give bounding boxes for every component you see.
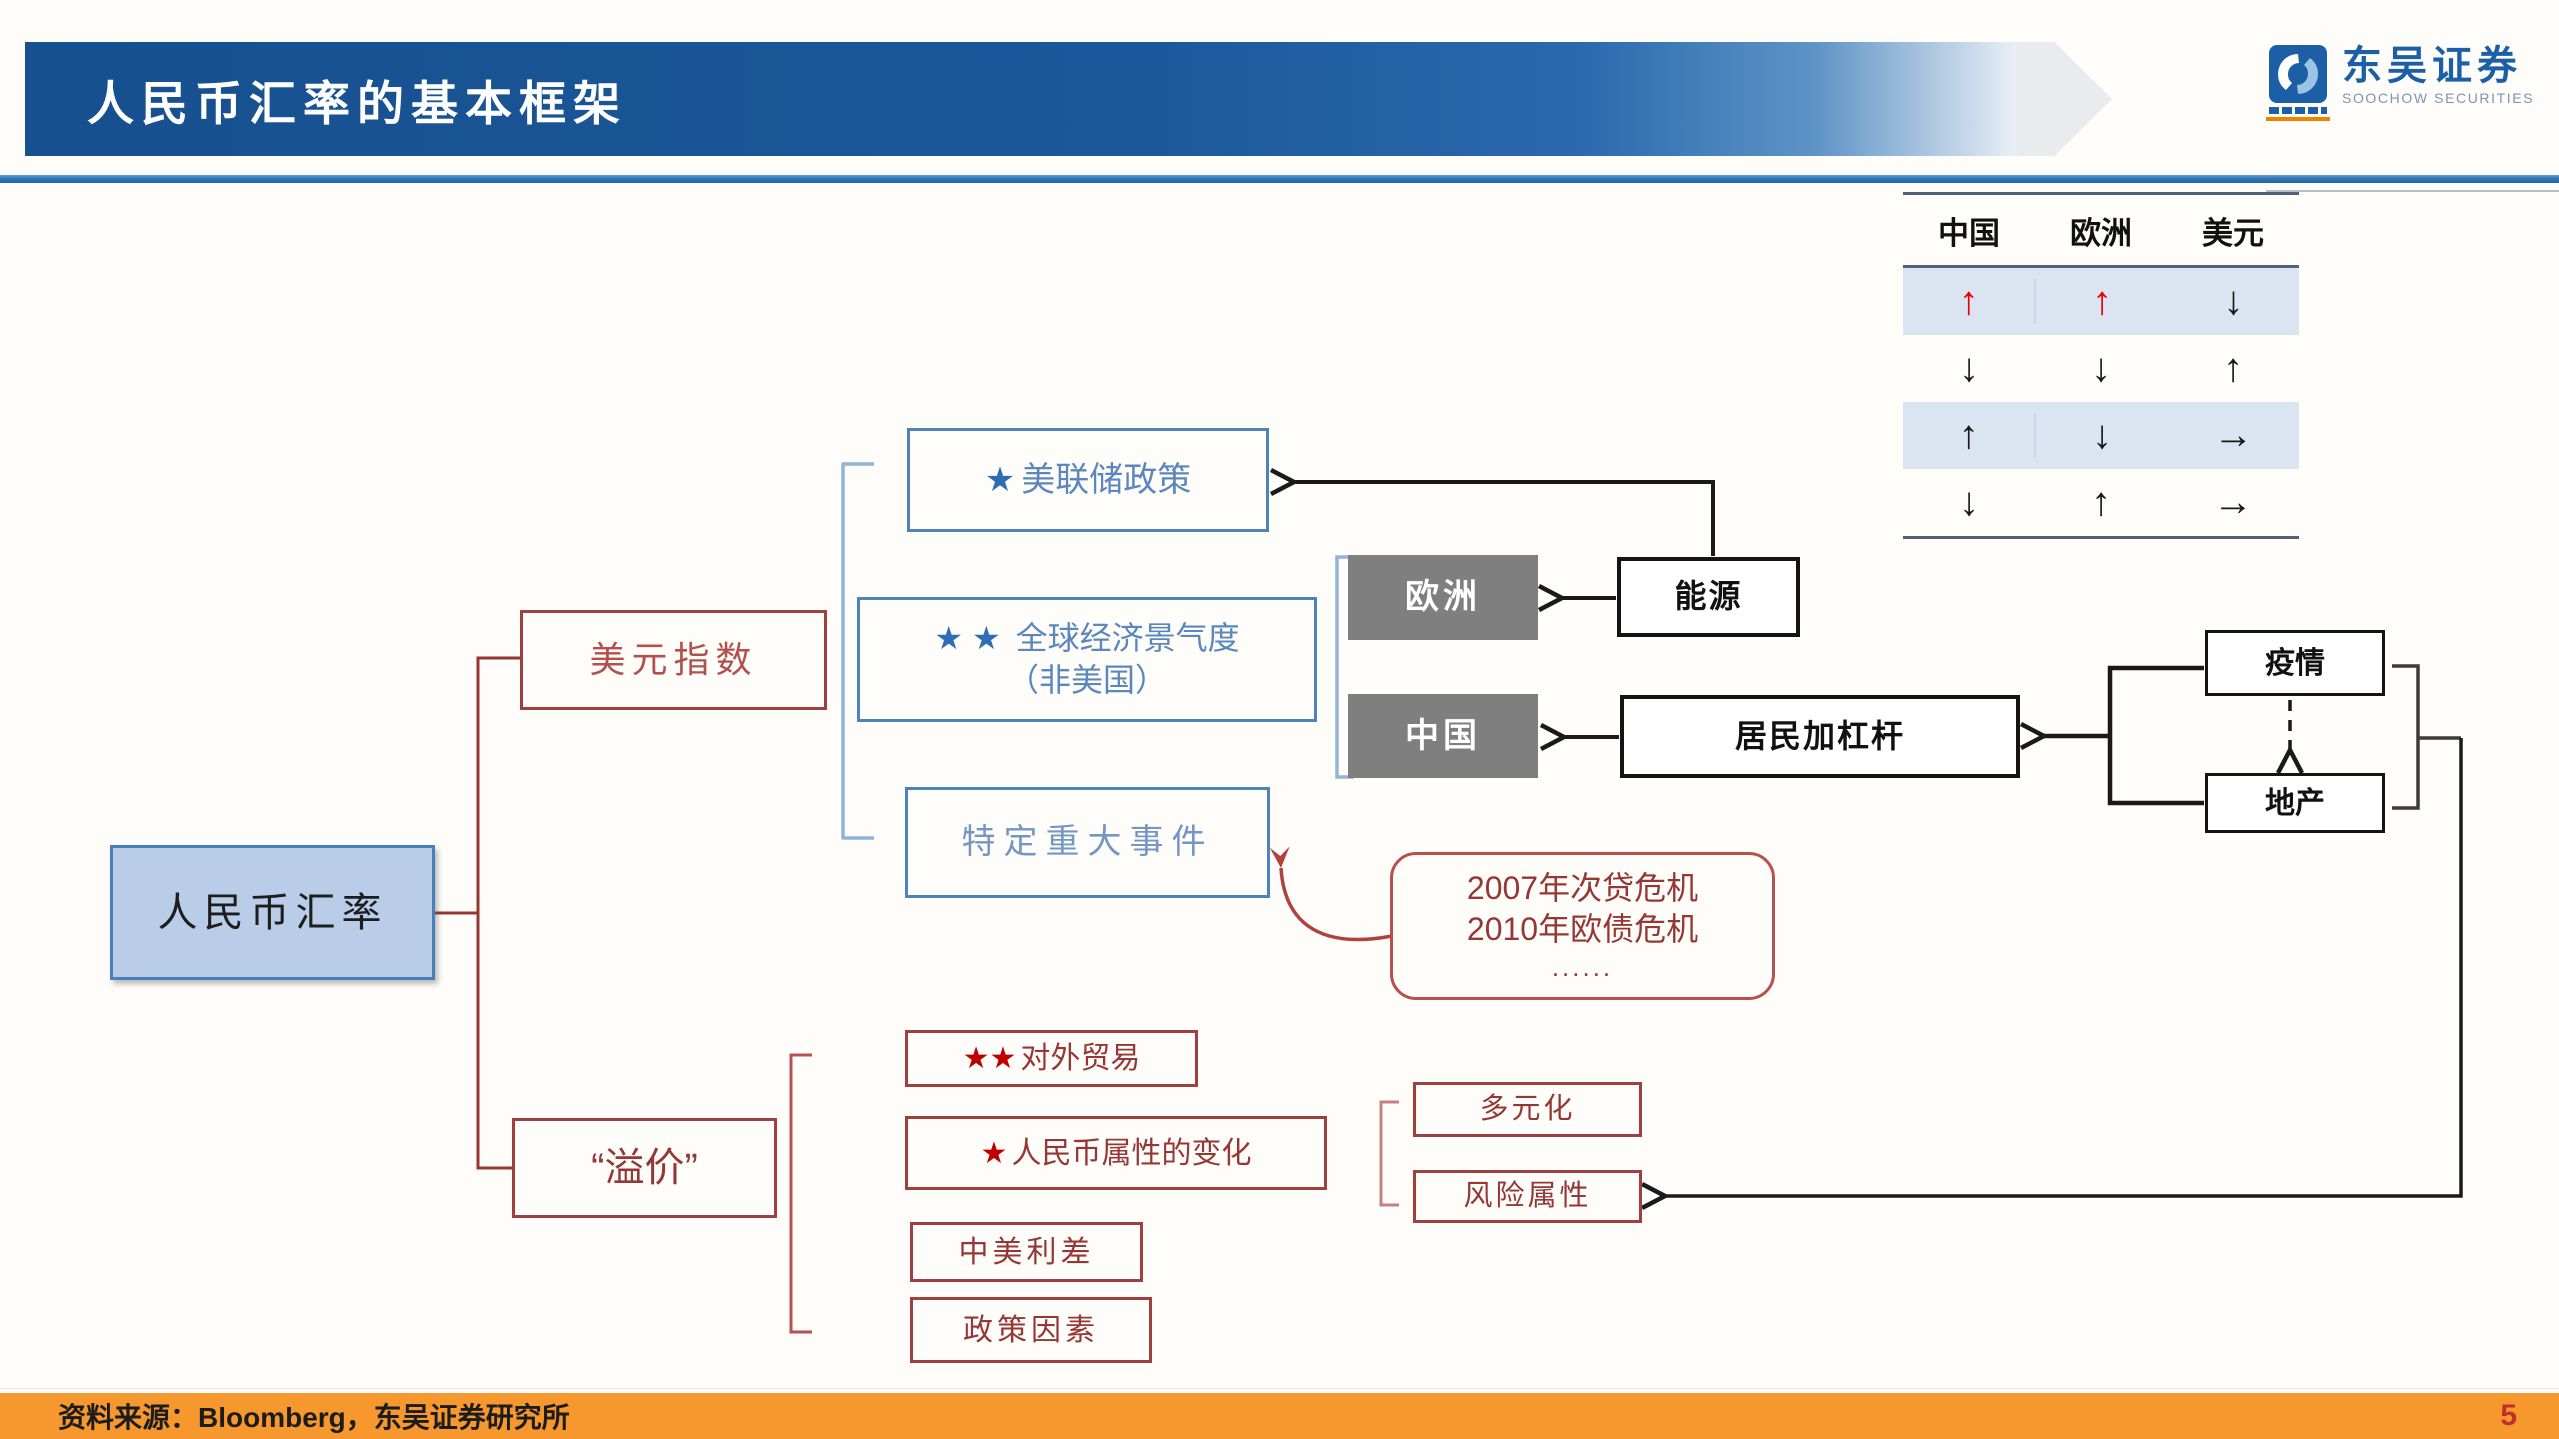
arrow-cell: ↑ [2091,480,2111,524]
epidemic-box: 疫情 [2205,630,2385,696]
premium-group-bracket [789,1053,812,1334]
major-events-box: 特定重大事件 [905,787,1270,898]
rmb-exchange-rate-box: 人民币汇率 [110,845,435,980]
logo-cn-text: 东吴证券 [2342,44,2522,88]
premium-box: “溢价” [512,1118,777,1218]
global-economy-box: ★ ★ 全球经济景气度 （非美国） [857,597,1317,722]
page-title: 人民币汇率的基本框架 [87,76,627,130]
arrow-cell: ↓ [2091,413,2112,457]
energy-box: 能源 [1617,557,1800,637]
soochow-securities-logo: 东吴证券 SOOCHOW SECURITIES [2266,44,2534,121]
rate-differential-box: 中美利差 [910,1222,1143,1282]
arrow-cell: ↑ [1958,413,1979,457]
rmb-attr-group-bracket [1379,1100,1399,1207]
usd-index-box: 美元指数 [520,610,827,710]
table-row: ↓ ↑ → [1903,469,2299,536]
footer-divider [0,1388,2559,1389]
logo-swirl-icon [2269,45,2327,103]
arrow-cell: ↑ [2223,346,2243,390]
rmb-attribute-change-box: ★ 人民币属性的变化 [905,1116,1327,1190]
arrow-crisis-to-major-events [1269,846,1393,942]
epidemic-property-right-bracket [2392,664,2420,810]
logo-orange-rule [2266,117,2330,121]
source-note: 资料来源：Bloomberg，东吴证券研究所 [58,1402,570,1433]
table-row: ↑ ↓ → [1903,402,2299,469]
household-leverage-box: 居民加杠杆 [1620,695,2020,778]
arrow-cell: ↑ [2091,279,2112,323]
arrow-cell: ↓ [2091,346,2111,390]
crisis-examples-box: 2007年次贷危机 2010年欧债危机 ...... [1390,852,1775,1000]
page-number: 5 [2500,1399,2517,1432]
arrow-cell: ↑ [1958,279,1979,323]
star-icon: ★ [980,1136,1008,1170]
table-row: ↑ ↑ ↓ [1903,268,2299,335]
arrow-cell: ↓ [1959,346,1979,390]
rmb-tree-trunk [476,656,520,1170]
col-europe: 欧洲 [2070,215,2132,251]
property-box: 地产 [2205,773,2385,833]
epidemic-property-junction [2107,665,2204,806]
logo-en-text: SOOCHOW SECURITIES [2342,90,2535,106]
arrow-cell: → [2213,413,2254,457]
star-icon: ★ ★ [934,619,1001,656]
logo-mini-text-blocks [2269,107,2327,114]
title-bar: 人民币汇率的基本框架 [25,42,2017,156]
footer-bar: 资料来源：Bloomberg，东吴证券研究所 5 [0,1393,2559,1439]
header-divider [0,175,2559,183]
arrow-cell: → [2213,480,2253,524]
star-icon: ★ [984,460,1016,499]
col-usd: 美元 [2202,215,2264,251]
arrow-energy-to-fed-policy [1269,468,1715,556]
arrow-cell: ↓ [1959,480,1979,524]
table-row: ↓ ↓ ↑ [1903,335,2299,402]
fx-table-header: 中国 欧洲 美元 [1903,195,2299,268]
europe-box: 欧洲 [1348,555,1538,640]
diversification-box: 多元化 [1413,1082,1642,1137]
foreign-trade-box: ★★ 对外贸易 [905,1030,1198,1087]
fed-policy-box: ★ 美联储政策 [907,428,1269,532]
arrow-cell: ↓ [2223,279,2244,323]
fx-direction-table: 中国 欧洲 美元 ↑ ↑ ↓ ↓ ↓ ↑ ↑ ↓ → ↓ ↑ → [1903,192,2299,539]
china-box: 中国 [1348,694,1538,778]
col-china: 中国 [1938,215,2000,251]
star-icon: ★★ [962,1042,1017,1075]
policy-factors-box: 政策因素 [910,1297,1152,1363]
risk-attribute-box: 风险属性 [1413,1170,1642,1223]
logo-underline [2266,190,2559,192]
